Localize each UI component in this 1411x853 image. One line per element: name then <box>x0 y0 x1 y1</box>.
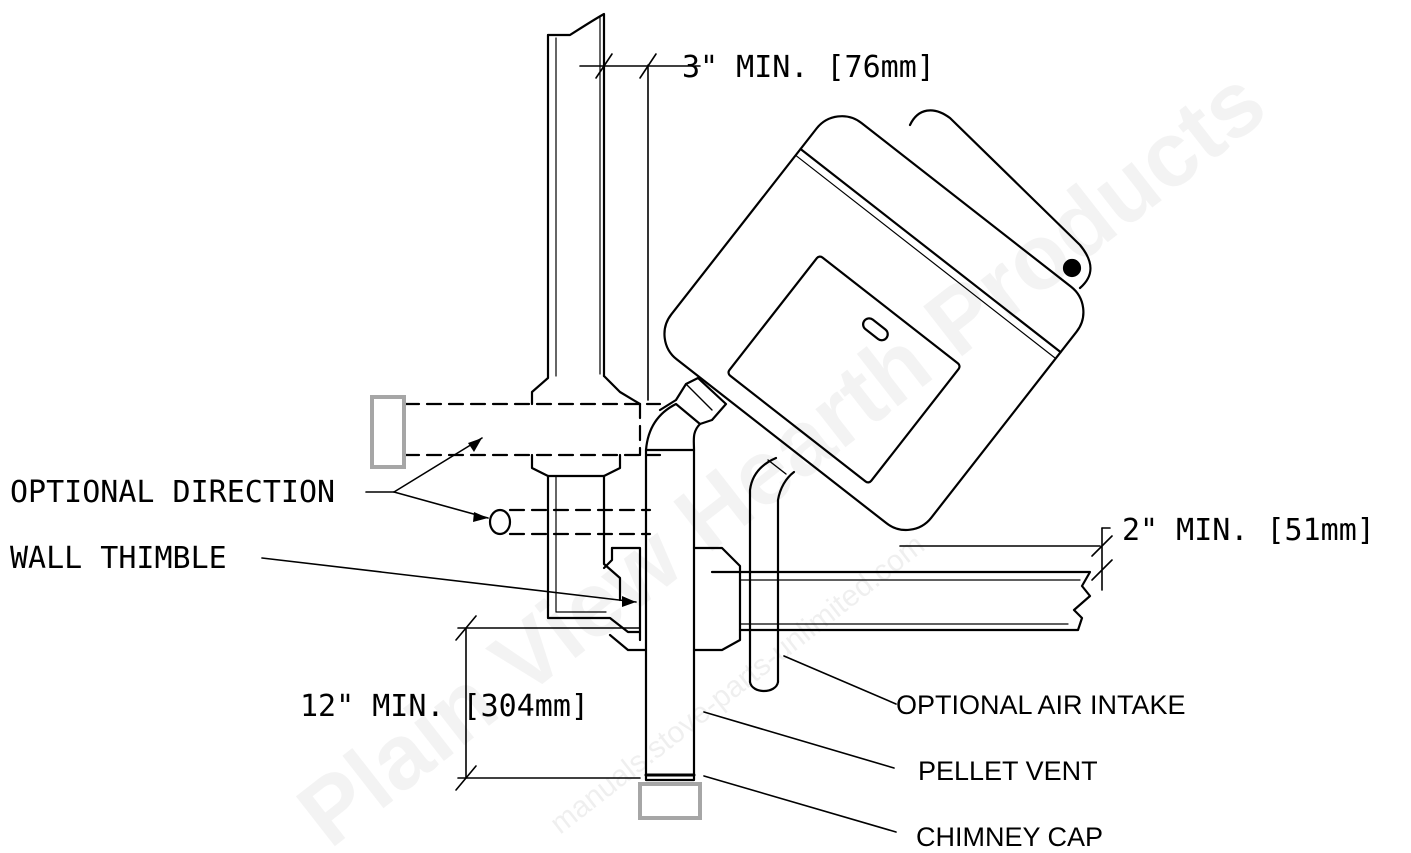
wall-thimble-label: WALL THIMBLE <box>10 541 227 576</box>
optional-air-intake-label: OPTIONAL AIR INTAKE <box>896 690 1186 720</box>
hopper-hinge <box>1062 258 1082 278</box>
marker-box-wall <box>370 395 406 469</box>
chimney-cap-label: CHIMNEY CAP <box>916 822 1103 852</box>
top-clearance-label: 3" MIN. [76mm] <box>682 50 935 85</box>
pellet-stove <box>663 115 1085 532</box>
watermark: Plain View Hearth Products manuals.stove… <box>280 50 1284 853</box>
leader-lines <box>261 437 897 833</box>
marker-boxes <box>370 395 702 820</box>
pipe-end-marker <box>488 508 512 536</box>
optional-direction-duct <box>403 402 662 536</box>
leader-arrowheads <box>468 438 636 607</box>
vertical-min-dimension <box>455 615 641 791</box>
pellet-vent-label: PELLET VENT <box>918 756 1098 786</box>
hopper-lid <box>908 109 1092 290</box>
vertical-min-label: 12" MIN. [304mm] <box>300 689 589 724</box>
watermark-main: Plain View Hearth Products <box>280 50 1284 853</box>
pellet-vent-pipe <box>644 376 728 782</box>
wall-thimble <box>602 546 742 652</box>
optional-direction-label: OPTIONAL DIRECTION <box>10 475 335 510</box>
wall-section <box>530 12 642 634</box>
stove-door-handle <box>862 317 889 342</box>
marker-box-cap <box>638 782 702 820</box>
air-intake-pipe <box>748 456 796 693</box>
right-clearance-label: 2" MIN. [51mm] <box>1122 513 1375 548</box>
floor-slab <box>710 570 1092 632</box>
right-clearance-dimension <box>899 527 1113 591</box>
top-clearance-dimension <box>579 53 701 401</box>
